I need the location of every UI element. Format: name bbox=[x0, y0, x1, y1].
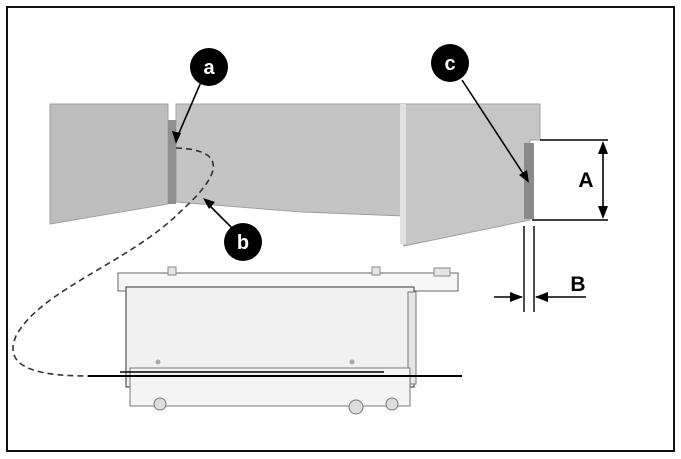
leader-a bbox=[175, 81, 202, 141]
dimension-a: A bbox=[532, 139, 608, 221]
dim-a-arrow-bottom bbox=[598, 206, 608, 219]
callout-b: b bbox=[224, 223, 262, 261]
callout-a-circle bbox=[190, 48, 228, 86]
unit-foot-3 bbox=[385, 397, 399, 411]
dimension-b: B bbox=[494, 226, 586, 312]
arrow-c bbox=[519, 170, 529, 183]
unit-bracket-3 bbox=[433, 267, 451, 277]
unit-base bbox=[129, 367, 411, 407]
leader-b bbox=[207, 203, 233, 229]
callout-b-label: b bbox=[237, 232, 249, 254]
ceiling-panel-left bbox=[49, 103, 169, 225]
dimension-label-a: A bbox=[578, 169, 593, 192]
unit-body bbox=[88, 266, 462, 415]
unit-screw-2 bbox=[349, 359, 355, 365]
callout-a-label: a bbox=[203, 57, 215, 79]
panel-edge-right bbox=[400, 104, 406, 244]
ceiling-panel-right bbox=[403, 103, 541, 247]
unit-bracket-2 bbox=[371, 266, 381, 276]
unit-screw-1 bbox=[155, 359, 161, 365]
arrow-a bbox=[172, 131, 181, 144]
panel-gap-left bbox=[168, 120, 176, 204]
leader-c bbox=[461, 79, 527, 179]
ceiling-panel-middle bbox=[175, 103, 405, 217]
unit-foot-1 bbox=[153, 397, 167, 411]
dim-b-arrow-left bbox=[510, 292, 523, 302]
callout-c-label: c bbox=[444, 53, 455, 75]
unit-bracket-1 bbox=[167, 266, 177, 276]
dimension-label-b: B bbox=[570, 273, 585, 296]
movement-path bbox=[12, 147, 215, 377]
callout-c-circle bbox=[431, 44, 469, 82]
unit-side-panel bbox=[407, 291, 417, 385]
leader-lines bbox=[172, 79, 529, 229]
callout-b-circle bbox=[224, 223, 262, 261]
dim-b-arrow-right bbox=[535, 292, 548, 302]
unit-foot-2 bbox=[348, 399, 364, 415]
arrow-b bbox=[203, 198, 215, 209]
ceiling-panels bbox=[49, 103, 541, 247]
panel-edge-c bbox=[524, 143, 534, 219]
callout-c: c bbox=[431, 44, 469, 82]
callout-a: a bbox=[190, 48, 228, 86]
dim-a-arrow-top bbox=[598, 141, 608, 154]
